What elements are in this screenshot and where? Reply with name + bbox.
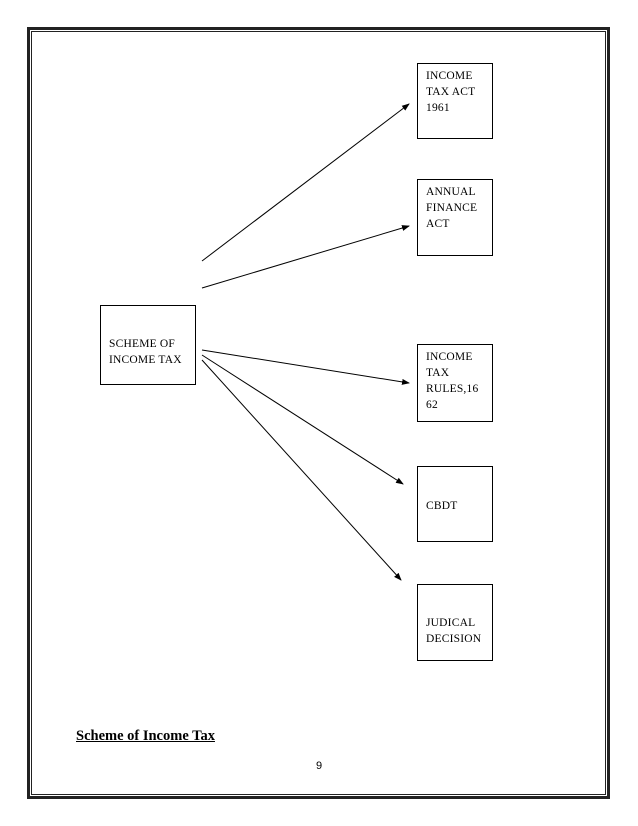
cbdt-label: CBDT	[426, 500, 458, 512]
arrow-to-cbdt	[201, 354, 404, 485]
judicial-decision-box: JUDICAL DECISION	[417, 584, 493, 661]
arrow-to-judicial-decision	[201, 359, 402, 581]
scheme-of-income-tax-label: SCHEME OF INCOME TAX	[109, 338, 182, 366]
judicial-decision-label: JUDICAL DECISION	[426, 617, 482, 645]
income-tax-act-box: INCOME TAX ACT 1961	[417, 63, 493, 139]
scheme-of-income-tax-box: SCHEME OF INCOME TAX	[100, 305, 196, 385]
page-number: 9	[315, 760, 323, 772]
arrow-to-income-tax-rules	[201, 349, 410, 385]
cbdt-box: CBDT	[417, 466, 493, 542]
arrow-to-annual-finance-act	[201, 225, 410, 289]
arrow-to-income-tax-act	[201, 103, 410, 262]
page-border-outer	[27, 27, 610, 799]
figure-caption: Scheme of Income Tax	[76, 728, 215, 744]
income-tax-rules-box: INCOME TAX RULES,16 62	[417, 344, 493, 422]
income-tax-act-label: INCOME TAX ACT 1961	[426, 70, 476, 114]
annual-finance-act-box: ANNUAL FINANCE ACT	[417, 179, 493, 256]
page-border-inner	[31, 31, 606, 795]
income-tax-rules-label: INCOME TAX RULES,16 62	[426, 351, 479, 411]
annual-finance-act-label: ANNUAL FINANCE ACT	[426, 186, 478, 230]
